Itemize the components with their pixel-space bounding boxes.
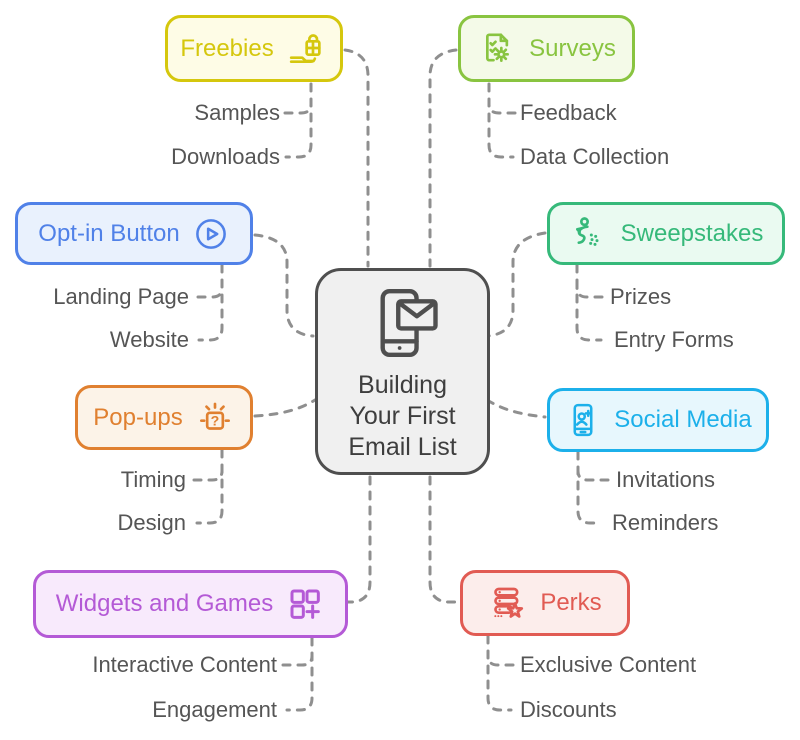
branch-node-surveys[interactable]: Surveys	[458, 15, 635, 82]
child-label-design[interactable]: Design	[117, 510, 186, 535]
connector-perks-center	[428, 475, 460, 604]
branch-label-freebies: Freebies	[180, 34, 274, 62]
phone-add-friend-icon	[564, 400, 602, 440]
child-label-website[interactable]: Website	[109, 327, 189, 352]
branch-node-optin[interactable]: Opt-in Button	[15, 202, 253, 265]
child-label-feedback[interactable]: Feedback	[520, 100, 617, 125]
connector-freebies-downloads	[284, 82, 313, 159]
center-title-line-2: Your First	[349, 401, 456, 430]
child-label-entry-forms[interactable]: Entry Forms	[614, 327, 734, 352]
branch-label-widgets: Widgets and Games	[55, 590, 274, 617]
branch-node-widgets[interactable]: Widgets and Games	[33, 570, 348, 638]
connector-surveys-center	[428, 48, 458, 268]
child-label-data-collection[interactable]: Data Collection	[520, 144, 670, 169]
connector-popups-center	[253, 398, 317, 418]
branch-node-social[interactable]: Social Media	[547, 388, 769, 452]
center-node[interactable]: Building Your First Email List	[315, 268, 490, 475]
child-label-interactive-content[interactable]: Interactive Content	[92, 652, 277, 677]
connector-surveys-feedback	[487, 102, 517, 115]
child-label-engagement[interactable]: Engagement	[152, 697, 277, 722]
branch-node-sweepstakes[interactable]: Sweepstakes	[547, 202, 785, 265]
connector-sweepstakes-center	[485, 231, 547, 338]
child-label-reminders[interactable]: Reminders	[612, 510, 719, 535]
connector-sweepstakes-entryforms	[575, 263, 603, 342]
connector-popups-design	[195, 448, 224, 525]
phone-email-icon	[359, 281, 447, 370]
connector-perks-exclusive	[486, 654, 515, 667]
connector-surveys-datacollection	[487, 82, 515, 159]
checklist-gear-icon	[477, 29, 517, 69]
connector-optin-center	[253, 233, 315, 338]
connector-freebies-center	[343, 48, 370, 268]
branch-label-popups: Pop-ups	[93, 403, 183, 431]
connector-widgets-interactive	[281, 654, 314, 667]
child-label-downloads[interactable]: Downloads	[171, 144, 280, 169]
connector-social-center	[485, 398, 547, 419]
center-title-line-1: Building	[358, 370, 447, 399]
popup-question-icon: ?	[195, 398, 235, 438]
connector-widgets-engagement	[285, 636, 314, 712]
branch-node-popups[interactable]: Pop-ups ?	[75, 385, 253, 450]
connector-perks-discounts	[486, 634, 513, 712]
hand-gift-icon	[286, 29, 328, 69]
child-label-discounts[interactable]: Discounts	[520, 697, 617, 722]
child-label-landing-page[interactable]: Landing Page	[53, 284, 189, 309]
branch-label-surveys: Surveys	[529, 34, 616, 62]
connector-sweepstakes-prizes	[575, 286, 604, 299]
branch-node-perks[interactable]: Perks	[460, 570, 630, 636]
connector-optin-landingpage	[196, 286, 224, 299]
widgets-plus-icon	[285, 584, 325, 624]
connector-freebies-samples	[283, 102, 313, 115]
child-label-prizes[interactable]: Prizes	[610, 284, 672, 309]
connector-optin-website	[197, 263, 224, 342]
branch-node-freebies[interactable]: Freebies	[165, 15, 343, 82]
play-circle-icon	[192, 215, 230, 253]
child-label-exclusive-content[interactable]: Exclusive Content	[520, 652, 697, 677]
child-label-timing[interactable]: Timing	[120, 467, 186, 492]
branch-label-sweepstakes: Sweepstakes	[620, 219, 764, 247]
branch-label-social: Social Media	[614, 406, 752, 433]
winner-confetti-icon	[569, 214, 609, 254]
connector-popups-timing	[192, 469, 224, 482]
svg-text:?: ?	[210, 413, 219, 429]
connector-widgets-center	[344, 475, 372, 604]
child-label-samples[interactable]: Samples	[194, 100, 280, 125]
center-title-line-3: Email List	[348, 432, 457, 461]
child-label-invitations[interactable]: Invitations	[616, 467, 716, 492]
branch-label-optin: Opt-in Button	[38, 219, 180, 247]
connector-social-reminders	[576, 450, 603, 525]
branch-label-perks: Perks	[540, 589, 602, 616]
stack-star-icon	[488, 583, 528, 623]
connector-social-invitations	[576, 469, 610, 482]
